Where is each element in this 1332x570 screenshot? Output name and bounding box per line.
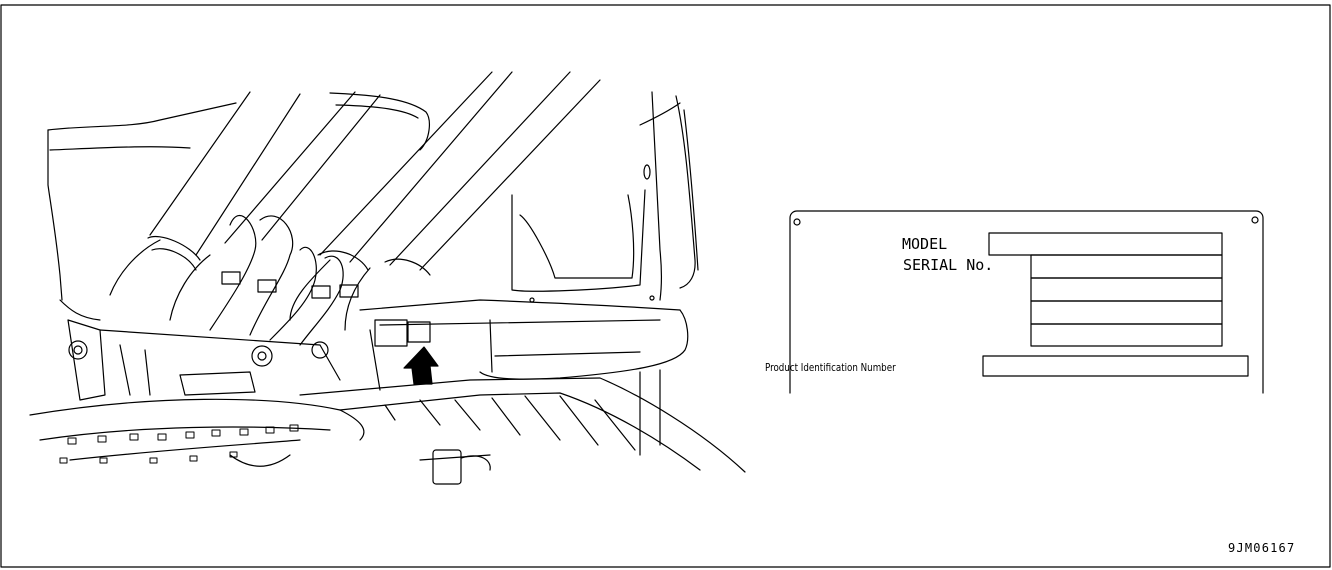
pin-field	[982, 355, 1249, 377]
name-plate	[789, 210, 1264, 394]
plate-hole-left	[793, 218, 801, 226]
serial-field-1	[1030, 254, 1223, 279]
machine-illustration	[29, 71, 746, 485]
model-label: MODEL	[902, 235, 948, 253]
pin-label: Product Identification Number	[765, 361, 896, 374]
serial-field-3	[1030, 300, 1223, 325]
serial-field-2	[1030, 277, 1223, 302]
figure-code: 9JM06167	[1228, 541, 1296, 555]
plate-location-marker	[374, 319, 408, 347]
plate-hole-right	[1251, 216, 1259, 224]
plate-outline	[789, 210, 1264, 394]
serial-label: SERIAL No.	[903, 256, 994, 274]
figure-border	[0, 4, 1331, 568]
location-arrow-icon	[403, 346, 439, 385]
model-field	[988, 232, 1223, 256]
serial-field-4	[1030, 323, 1223, 347]
